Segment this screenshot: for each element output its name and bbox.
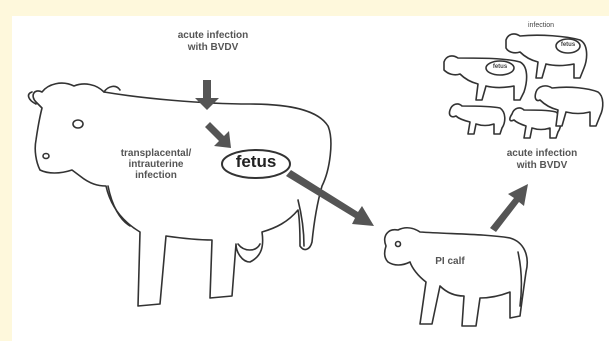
herd-fetus-label-2: fetus (555, 42, 581, 48)
transplacental-label: transplacental/ intrauterine infection (108, 148, 204, 181)
fetus-label: fetus (222, 156, 290, 168)
herd-group (444, 34, 603, 138)
dam-cow-outline (33, 83, 331, 306)
herd-infection-label: infection (512, 20, 570, 32)
herd-fetus-label-1: fetus (487, 64, 513, 70)
acute-infection-top-label: acute infection with BVDV (168, 30, 258, 54)
arrow-to-herd (490, 184, 528, 232)
pi-calf-outline (385, 228, 528, 326)
pi-calf-label: PI calf (420, 256, 480, 268)
acute-infection-right-label: acute infection with BVDV (496, 148, 588, 172)
